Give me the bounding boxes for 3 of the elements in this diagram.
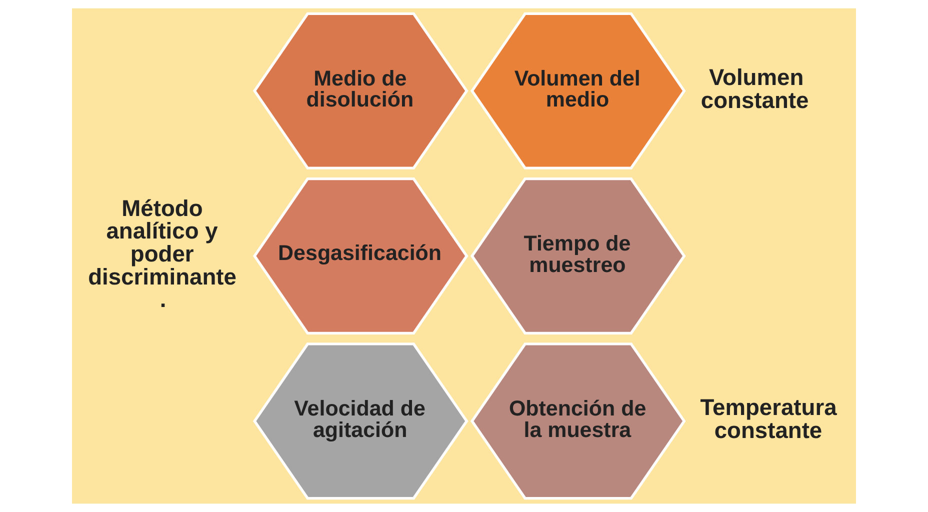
label: Temperatura constante xyxy=(700,394,837,444)
label: Volumen constante xyxy=(700,64,809,113)
label: Método analítico y poder discriminante . xyxy=(88,194,236,312)
